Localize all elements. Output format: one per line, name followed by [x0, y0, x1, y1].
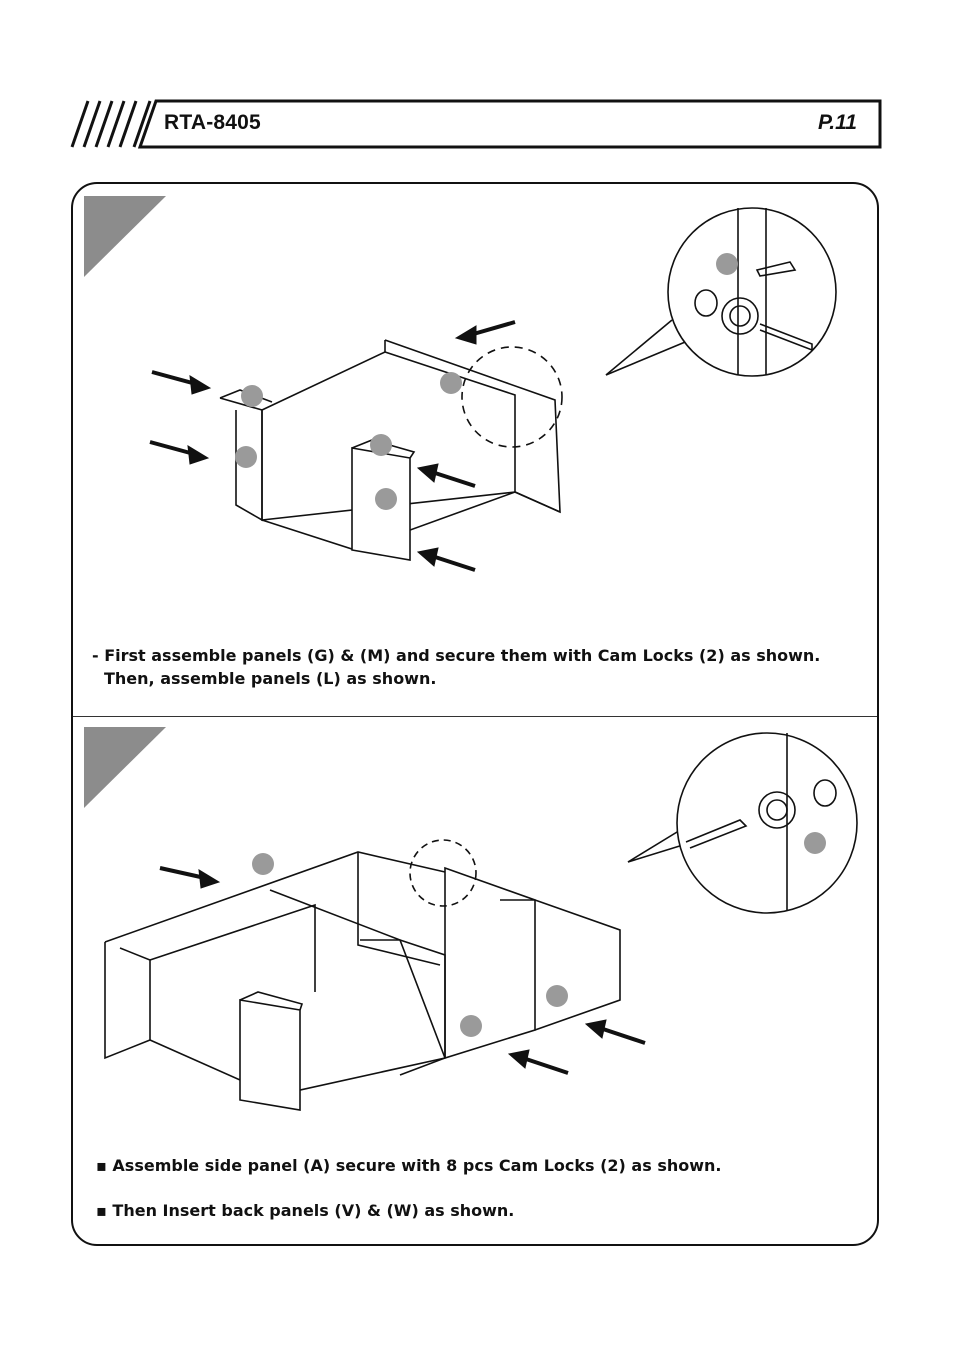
step1-caption-line2: Then, assemble panels (L) as shown.	[104, 669, 437, 688]
part-markers-step2	[252, 832, 826, 1037]
page-number: P.11	[818, 111, 857, 134]
step2-caption-line1: ▪ Assemble side panel (A) secure with 8 …	[96, 1156, 722, 1175]
part-markers	[235, 253, 738, 510]
step1-illustration	[84, 196, 837, 572]
model-number: RTA-8405	[164, 111, 261, 134]
step-divider	[73, 716, 877, 717]
header-stripes-icon	[70, 99, 882, 149]
page-header	[70, 99, 882, 149]
step2-caption-line2: ▪ Then Insert back panels (V) & (W) as s…	[96, 1201, 515, 1220]
step2-triangle-icon	[84, 727, 166, 808]
step1-caption-line1: - First assemble panels (G) & (M) and se…	[92, 646, 821, 665]
step1-triangle-icon	[84, 196, 166, 277]
instruction-frame	[71, 182, 879, 1246]
